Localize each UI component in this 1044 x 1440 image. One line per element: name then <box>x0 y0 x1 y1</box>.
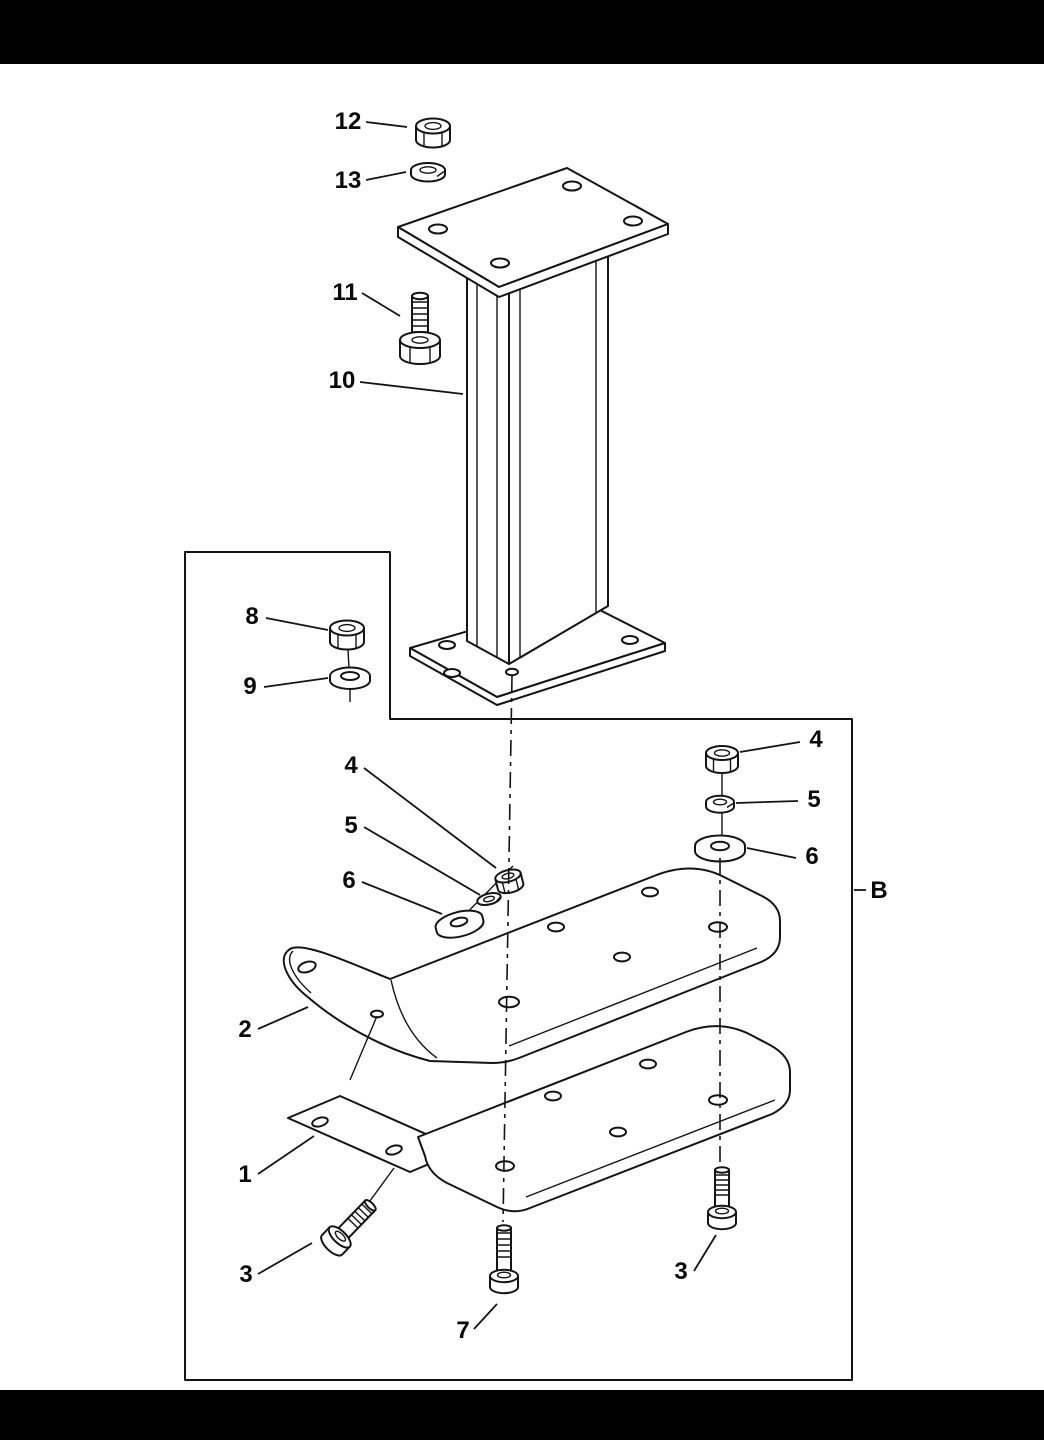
callout-2: 2 <box>238 1016 252 1043</box>
nut-12 <box>415 117 451 149</box>
nut-8 <box>329 619 365 651</box>
lock-washer-5-left <box>476 892 502 906</box>
callout-5-right: 5 <box>807 786 821 813</box>
nut-4-right <box>705 745 739 774</box>
callout-1: 1 <box>238 1161 252 1188</box>
centerlines <box>502 675 721 1223</box>
washer-6-right <box>694 834 746 863</box>
washer-9 <box>329 666 371 690</box>
callout-11: 11 <box>332 279 358 306</box>
callout-9: 9 <box>243 673 257 700</box>
bolt-axis-construction-lines <box>349 1015 395 1206</box>
base-plate-center-hole <box>505 667 519 677</box>
callout-10: 10 <box>328 367 356 394</box>
washer-6-left <box>434 909 485 939</box>
bolt-11 <box>399 291 441 365</box>
leader-lines <box>257 121 866 1330</box>
callout-6-right: 6 <box>805 843 819 870</box>
callout-13: 13 <box>334 167 362 194</box>
column-top-plate <box>397 167 669 298</box>
callout-3-left: 3 <box>239 1261 253 1288</box>
bracket-2 <box>282 867 781 1064</box>
top-black-band <box>0 0 1044 64</box>
assembly-label-b: B <box>870 877 888 904</box>
callout-8: 8 <box>245 603 259 630</box>
reference-box-b <box>184 551 853 1381</box>
lock-washer-5-right <box>705 794 735 814</box>
pedestal-column-10 <box>397 167 669 706</box>
column-shaft <box>466 246 609 665</box>
callout-4-right: 4 <box>809 726 823 753</box>
bolt-7 <box>489 1224 519 1295</box>
plate-1 <box>287 1025 791 1213</box>
callout-12: 12 <box>334 108 362 135</box>
callout-3-right: 3 <box>674 1258 688 1285</box>
callout-4-left: 4 <box>344 752 358 779</box>
lock-washer-13 <box>410 162 446 183</box>
bolt-3-right <box>707 1166 737 1231</box>
callout-6-left: 6 <box>342 867 356 894</box>
bolt-3-left <box>320 1199 377 1257</box>
callout-5-left: 5 <box>344 812 358 839</box>
bottom-black-band <box>0 1390 1044 1440</box>
callout-7: 7 <box>456 1317 470 1344</box>
